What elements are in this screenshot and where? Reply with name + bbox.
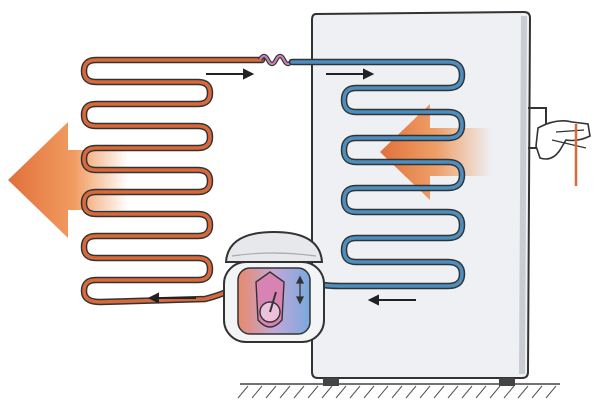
condenser-coil bbox=[80, 56, 266, 306]
flow-arrow-top-right bbox=[326, 68, 375, 80]
fridge-foot-right bbox=[499, 378, 515, 386]
capillary-tube bbox=[257, 53, 295, 67]
fridge-foot-left bbox=[323, 378, 339, 386]
floor bbox=[237, 383, 560, 399]
compressor bbox=[223, 230, 325, 343]
heat-out-arrow bbox=[8, 122, 128, 238]
hand-opening-door bbox=[528, 107, 591, 186]
evaporator-coil bbox=[288, 58, 466, 290]
flow-arrow-bottom-left bbox=[147, 292, 196, 304]
flow-arrow-top-left bbox=[206, 68, 255, 80]
flow-arrows bbox=[147, 68, 416, 306]
flow-arrow-bottom-right bbox=[367, 294, 416, 306]
piston-motion-icon bbox=[295, 275, 305, 305]
